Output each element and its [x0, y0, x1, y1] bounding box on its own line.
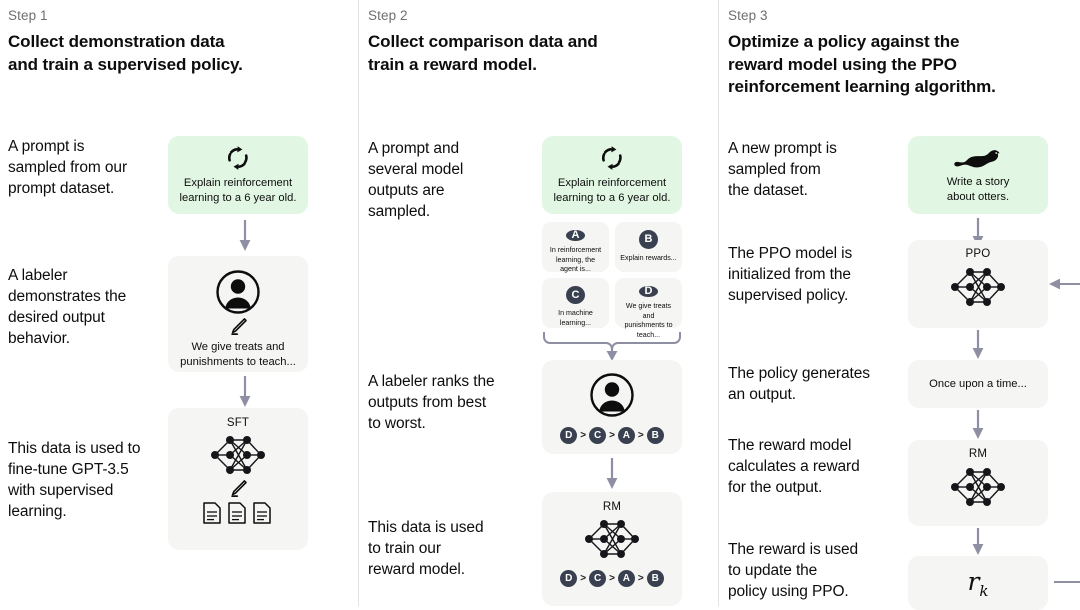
refresh-loop-icon — [599, 145, 625, 171]
neural-network-icon — [207, 432, 269, 478]
rank-gt: > — [637, 573, 644, 584]
neural-network-icon — [581, 516, 643, 562]
step-1-description-3: This data is used to fine-tune GPT-3.5 w… — [8, 440, 141, 521]
step-2-labeler-ranking: D > C > A > B — [560, 427, 664, 444]
rank-gt: > — [637, 430, 644, 441]
step-1-label: Step 1 — [8, 8, 48, 23]
step-3-description-4: The reward model calculates a reward for… — [728, 437, 860, 497]
step-1-arrow-2 — [238, 376, 252, 408]
step-1-title: Collect demonstration data and train a s… — [8, 32, 243, 74]
step-2-rm-caption: RM — [602, 501, 622, 513]
step-3-description-2: The PPO model is initialized from the su… — [728, 245, 853, 305]
step-1-labeler-text: We give treats and punishments to teach.… — [180, 341, 296, 368]
reward-subscript: k — [979, 581, 989, 600]
rank-badge-3: A — [617, 570, 635, 587]
rank-badge-2: C — [589, 427, 607, 444]
step-2-rm-ranking: D > C > A > B — [560, 570, 664, 587]
refresh-loop-icon — [225, 145, 251, 171]
step-3-output-card: Once upon a time... — [908, 360, 1048, 408]
step-2-label: Step 2 — [368, 8, 408, 23]
step-3-output-text: Once upon a time... — [929, 377, 1027, 390]
step-3-title: Optimize a policy against the reward mod… — [728, 32, 996, 97]
step-1-description-2: A labeler demonstrates the desired outpu… — [8, 267, 127, 348]
documents-icon — [201, 501, 275, 525]
person-icon — [589, 372, 635, 418]
step-2-description-3: This data is used to train our reward mo… — [368, 519, 484, 579]
neural-network-icon — [947, 264, 1009, 310]
rank-badge-3: A — [617, 427, 635, 444]
step-3-description-5: The reward is used to update the policy … — [728, 541, 859, 601]
step-3-ppo-caption: PPO — [965, 248, 991, 260]
rank-badge-1: D — [560, 427, 578, 444]
step-1-prompt-card: Explain reinforcement learning to a 6 ye… — [168, 136, 308, 214]
step-3-ppo-card: PPO — [908, 240, 1048, 328]
reward-formula: rk — [967, 567, 988, 600]
rank-badge-4: B — [646, 427, 664, 444]
step-2-rm-card: RM — [542, 492, 682, 606]
option-badge-b: B — [639, 230, 658, 249]
pencil-icon — [229, 479, 248, 498]
step-3-prompt-text: Write a story about otters. — [946, 175, 1010, 203]
rank-gt: > — [580, 573, 587, 584]
step-3-description-3: The policy generates an output. — [728, 365, 870, 404]
step-2-column: Step 2 Collect comparison data and train… — [358, 0, 720, 606]
step-3-arrow-4 — [971, 528, 985, 556]
step-2-labeler-card: D > C > A > B — [542, 360, 682, 454]
rank-gt: > — [580, 430, 587, 441]
step-1-description-1: A prompt is sampled from our prompt data… — [8, 138, 128, 198]
step-3-rm-card: RM — [908, 440, 1048, 526]
rank-badge-4: B — [646, 570, 664, 587]
step-1-prompt-text: Explain reinforcement learning to a 6 ye… — [179, 176, 297, 204]
option-badge-c: C — [566, 286, 585, 304]
neural-network-icon — [947, 464, 1009, 510]
option-text-b: Explain rewards... — [620, 254, 677, 262]
step-2-prompt-card: Explain reinforcement learning to a 6 ye… — [542, 136, 682, 214]
step-1-labeler-card: We give treats and punishments to teach.… — [168, 256, 308, 372]
option-card-d: D We give treats and punishments to teac… — [615, 278, 682, 339]
step-3-prompt-card: Write a story about otters. — [908, 136, 1048, 214]
step-2-title: Collect comparison data and train a rewa… — [368, 32, 598, 74]
option-text-d: We give treats and punishments to teach.… — [624, 302, 673, 339]
step-3-column: Step 3 Optimize a policy against the rew… — [718, 0, 1080, 610]
step-1-column: Step 1 Collect demonstration data and tr… — [0, 0, 360, 606]
option-card-b: B Explain rewards... — [615, 222, 682, 272]
step-3-rm-caption: RM — [968, 448, 988, 460]
step-3-arrow-2 — [971, 330, 985, 360]
step-1-arrow-1 — [238, 220, 252, 252]
rank-gt: > — [609, 573, 615, 584]
rank-badge-1: D — [560, 570, 578, 587]
option-card-c: C In machine learning... — [542, 278, 609, 328]
step-2-description-2: A labeler ranks the outputs from best to… — [368, 373, 495, 433]
step-1-sft-card: SFT — [168, 408, 308, 550]
step-2-prompt-text: Explain reinforcement learning to a 6 ye… — [553, 176, 671, 204]
reward-symbol: r — [967, 566, 980, 596]
pencil-icon — [229, 317, 248, 336]
step-3-reward-card: rk — [908, 556, 1048, 610]
step-3-arrow-3 — [971, 410, 985, 440]
option-badge-d: D — [639, 286, 658, 297]
step-3-label: Step 3 — [728, 8, 768, 23]
step-2-merge-brace-arrow — [542, 330, 682, 362]
rank-badge-2: C — [589, 570, 607, 587]
option-card-a: A In reinforcement learning, the agent i… — [542, 222, 609, 273]
person-icon — [215, 269, 261, 315]
step-2-arrow-2 — [605, 458, 619, 490]
step-2-description-1: A prompt and several model outputs are s… — [368, 140, 464, 221]
option-badge-a: A — [566, 230, 585, 241]
feedback-loop-arrow — [1042, 274, 1080, 594]
option-text-c: In machine learning... — [558, 309, 593, 327]
option-text-a: In reinforcement learning, the agent is.… — [549, 246, 602, 273]
step-3-description-1: A new prompt is sampled from the dataset… — [728, 140, 837, 200]
otter-icon — [954, 146, 1002, 170]
rank-gt: > — [609, 430, 615, 441]
step-1-sft-caption: SFT — [226, 417, 250, 429]
